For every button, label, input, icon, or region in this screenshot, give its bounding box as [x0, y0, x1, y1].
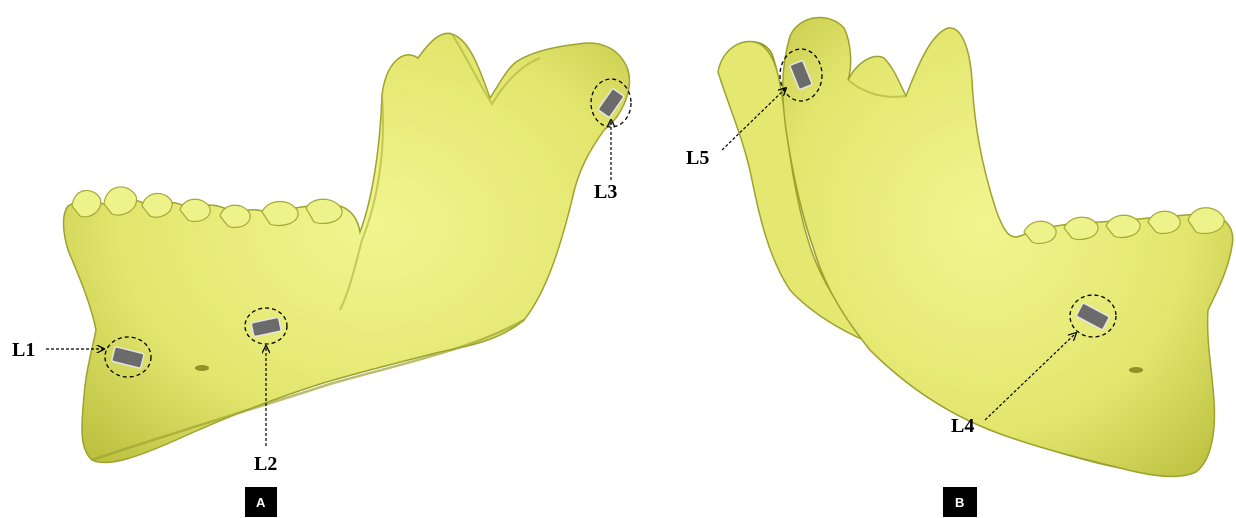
- label-l3: L3: [594, 181, 617, 203]
- mandible-right-view: [718, 18, 1233, 477]
- panel-b-label: B: [955, 495, 964, 510]
- mandible-body-b: [783, 18, 1233, 477]
- mental-foramen-a: [195, 365, 209, 371]
- panel-a-label: A: [256, 495, 266, 510]
- panel-b-badge: B: [943, 487, 977, 517]
- label-l1: L1: [12, 339, 35, 361]
- mental-foramen-b: [1129, 367, 1143, 373]
- label-l4: L4: [951, 415, 974, 437]
- label-l5: L5: [686, 147, 709, 169]
- mandible-body-a: [64, 33, 630, 462]
- mandible-left-view: [64, 33, 630, 462]
- label-l2: L2: [254, 453, 277, 475]
- panel-a-badge: A: [245, 487, 277, 517]
